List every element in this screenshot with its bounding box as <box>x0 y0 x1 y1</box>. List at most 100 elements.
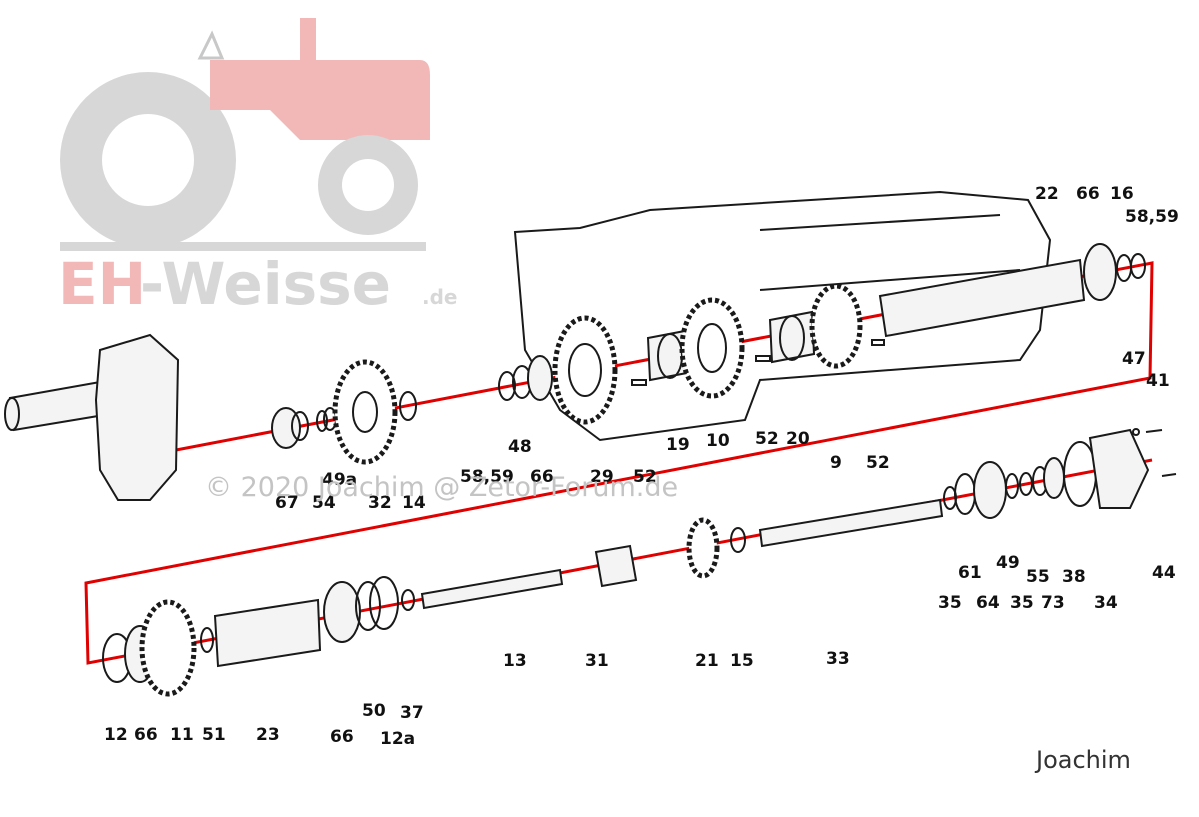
logo-ground-bar <box>60 242 426 251</box>
label-61: 61 <box>958 563 982 583</box>
logo-tractor-graphic: EH -Weisse .de <box>58 18 457 318</box>
shaft-13 <box>420 568 564 610</box>
shaft-33 <box>758 498 944 548</box>
logo-rear-wheel-hub <box>102 114 194 206</box>
gear-21 <box>686 517 720 579</box>
lower-shaft-group <box>102 428 1177 697</box>
label-14: 14 <box>402 493 426 513</box>
bearing-73 <box>1043 457 1065 499</box>
upper-shaft-group <box>4 190 1163 501</box>
logo-tractor-body <box>210 18 430 140</box>
ring-35-right <box>1019 472 1033 496</box>
label-51: 51 <box>202 725 226 745</box>
label-37: 37 <box>400 703 424 723</box>
input-shaft-end <box>4 397 20 431</box>
key-52-a <box>631 379 647 386</box>
label-73: 73 <box>1041 593 1065 613</box>
label-44: 44 <box>1152 563 1176 583</box>
ring-51 <box>200 627 214 653</box>
coupling-67-face <box>291 411 309 441</box>
label-38: 38 <box>1062 567 1086 587</box>
label-12: 12 <box>104 725 128 745</box>
label-49: 49 <box>996 553 1020 573</box>
clip-58-59 <box>498 371 516 401</box>
label-9: 9 <box>830 453 842 473</box>
copyright-watermark: © 2020 Joachim @ Zetor-Forum.de <box>205 472 678 503</box>
label-22: 22 <box>1035 184 1059 204</box>
sleeve-20-end <box>779 315 805 361</box>
label-52-b: 52 <box>755 429 779 449</box>
flange-34 <box>1088 428 1150 509</box>
ring-15 <box>730 527 746 553</box>
upper-labels: 67 54 49a 32 14 58,59 48 66 29 52 19 10 … <box>275 184 1179 583</box>
ring-50 <box>355 581 381 631</box>
bearing-64 <box>973 461 1007 519</box>
sleeve-20 <box>768 310 816 364</box>
lower-labels: 12 66 11 51 23 66 50 37 12a 13 31 21 15 … <box>104 553 1118 749</box>
logo-seat <box>197 30 225 60</box>
label-12a: 12a <box>380 729 415 749</box>
label-29: 29 <box>590 467 614 487</box>
casing-flange-line <box>759 214 1001 231</box>
label-23: 23 <box>256 725 280 745</box>
label-21: 21 <box>695 651 719 671</box>
label-52-c: 52 <box>866 453 890 473</box>
label-31: 31 <box>585 651 609 671</box>
ring-14 <box>399 391 417 421</box>
label-41: 41 <box>1146 371 1170 391</box>
part-31 <box>594 544 638 588</box>
label-58-59-left: 58,59 <box>460 467 514 487</box>
input-shaft <box>8 380 106 432</box>
gear-29 <box>552 315 618 425</box>
label-52-a: 52 <box>633 467 657 487</box>
label-20: 20 <box>786 429 810 449</box>
label-33: 33 <box>826 649 850 669</box>
bearing-66-upper <box>527 355 553 401</box>
logo-text-suffix: .de <box>422 285 457 309</box>
label-66-right: 66 <box>1076 184 1100 204</box>
label-64: 64 <box>976 593 1000 613</box>
label-49a: 49a <box>322 470 357 490</box>
clutch-housing <box>94 333 180 501</box>
label-66-lower: 66 <box>330 727 354 747</box>
gear-11 <box>139 599 197 697</box>
label-55: 55 <box>1026 567 1050 587</box>
label-50: 50 <box>362 701 386 721</box>
gear-9 <box>809 283 863 369</box>
clip-58-59-right <box>1130 253 1146 279</box>
label-47: 47 <box>1122 349 1146 369</box>
label-19: 19 <box>666 435 690 455</box>
label-67: 67 <box>275 493 299 513</box>
ring-54 <box>316 410 328 432</box>
bearing-66-right <box>1083 243 1117 301</box>
bolt-41 <box>1145 429 1163 433</box>
author-signature: Joachim <box>1036 746 1131 774</box>
label-10: 10 <box>706 431 730 451</box>
label-35-right: 35 <box>1010 593 1034 613</box>
label-66-upper: 66 <box>530 467 554 487</box>
label-58-59-right: 58,59 <box>1125 207 1179 227</box>
ring-12a <box>369 576 399 630</box>
bolt-47 <box>1132 428 1140 436</box>
logo-text-red: EH <box>58 250 146 318</box>
sleeve-23 <box>213 598 322 668</box>
logo-text-grey: -Weisse <box>140 250 391 318</box>
label-16: 16 <box>1110 184 1134 204</box>
ring-37 <box>401 589 415 611</box>
label-34: 34 <box>1094 593 1118 613</box>
logo-front-wheel-hub <box>342 159 394 211</box>
ring-49 <box>1005 473 1019 499</box>
gear-32 <box>332 359 398 465</box>
label-54: 54 <box>312 493 336 513</box>
gear-32-hub <box>352 391 378 433</box>
gear-10 <box>679 297 745 399</box>
casing-inner-line <box>759 269 1021 291</box>
gear-29-bore <box>568 343 602 397</box>
label-11: 11 <box>170 725 194 745</box>
bolt-44 <box>1161 473 1177 477</box>
label-32: 32 <box>368 493 392 513</box>
label-35-left: 35 <box>938 593 962 613</box>
label-13: 13 <box>503 651 527 671</box>
label-15: 15 <box>730 651 754 671</box>
